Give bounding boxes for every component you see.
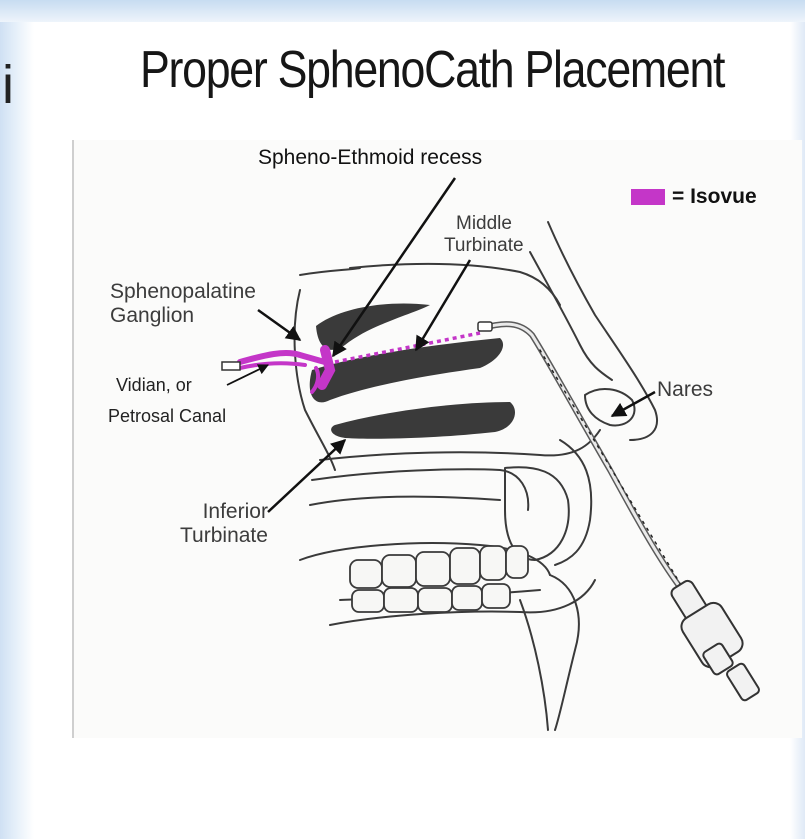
maxilla-outline (312, 469, 528, 510)
arrow-sphenopalatine (258, 310, 300, 340)
label-sphenopalatine-line2: Ganglion (110, 304, 256, 328)
upper-teeth (350, 546, 528, 588)
label-sphenopalatine-line1: Sphenopalatine (110, 280, 256, 304)
isovue-contrast (240, 350, 330, 392)
chin-line (520, 600, 548, 730)
label-vidian-line2: Petrosal Canal (108, 401, 226, 432)
label-vidian-line1: Vidian, or (108, 370, 226, 401)
label-spheno-ethmoid: Spheno-Ethmoid recess (258, 146, 482, 170)
oral-cavity (310, 497, 500, 505)
nasal-cavity-roof (300, 268, 360, 275)
nose-outline (548, 222, 657, 440)
superior-turbinate (316, 304, 430, 350)
legend-isovue-text: = Isovue (672, 185, 757, 209)
label-inferior-line2: Turbinate (160, 524, 268, 548)
label-vidian-canal: Vidian, or Petrosal Canal (108, 370, 226, 431)
label-inferior-turbinate: Inferior Turbinate (160, 500, 268, 548)
syringe-handle (669, 579, 760, 702)
label-sphenopalatine-ganglion: Sphenopalatine Ganglion (110, 280, 256, 328)
lower-lip (550, 575, 579, 730)
inferior-turbinate (331, 402, 515, 439)
label-inferior-line1: Inferior (160, 500, 268, 524)
upper-lip (555, 440, 591, 565)
catheter-tip (478, 322, 492, 331)
label-middle-turbinate-line1: Middle (444, 213, 524, 235)
label-middle-turbinate: Middle Turbinate (444, 213, 524, 257)
legend-isovue-swatch (631, 189, 665, 205)
vidian-canal-stub (222, 362, 240, 370)
label-nares: Nares (657, 378, 713, 402)
label-middle-turbinate-line2: Turbinate (444, 235, 524, 257)
